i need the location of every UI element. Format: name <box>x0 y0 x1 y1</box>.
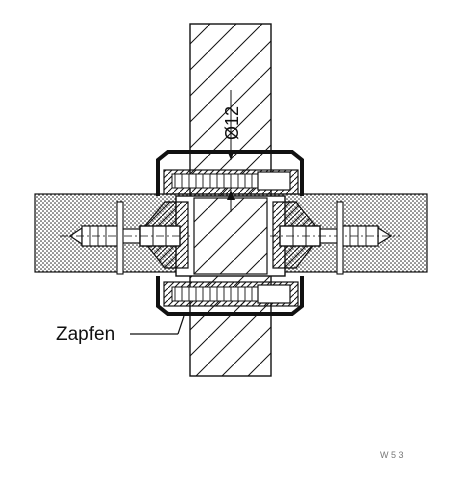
zapfen-callout: Zapfen <box>56 315 185 345</box>
right-bolt <box>270 225 400 247</box>
vertical-pins <box>116 201 344 275</box>
footer-mark: W 5 3 <box>380 450 404 460</box>
lower-clamp-ring <box>156 276 304 316</box>
left-bolt <box>60 225 190 247</box>
dimension-label: Ø12 <box>222 106 242 140</box>
callout-label: Zapfen <box>56 324 115 345</box>
diameter-dimension: Ø12 <box>222 90 242 212</box>
